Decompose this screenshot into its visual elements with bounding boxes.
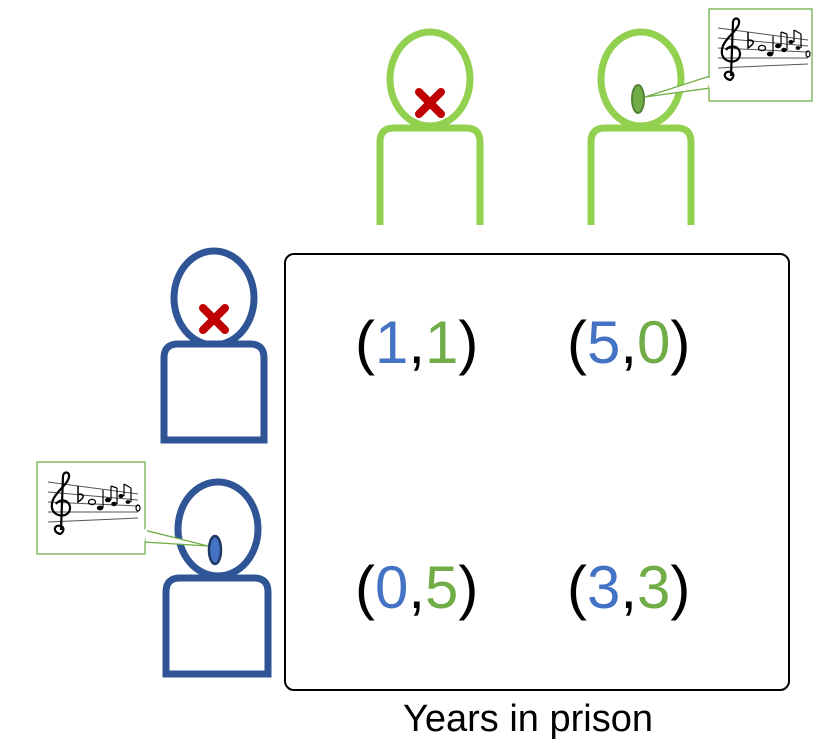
body — [376, 124, 484, 225]
payoff-matrix — [284, 253, 790, 691]
row-payoff: 3 — [586, 554, 621, 621]
row-player-sings — [36, 461, 272, 678]
column-payoff: 3 — [637, 554, 671, 621]
head — [170, 247, 258, 349]
row-payoff: 1 — [374, 309, 409, 376]
matrix-caption: Years in prison — [403, 698, 653, 740]
column-player-sings — [587, 8, 813, 225]
row-payoff: 0 — [374, 554, 409, 621]
column-payoff: 0 — [637, 309, 671, 376]
payoff-cell-sings-silent: (0,5) — [355, 554, 479, 621]
singing-mouth-icon — [207, 534, 223, 566]
row-player-silent — [160, 247, 268, 444]
payoff-cell-silent-silent: (1,1) — [355, 309, 479, 376]
row-payoff: 5 — [586, 309, 621, 376]
body — [162, 574, 272, 678]
column-payoff: 1 — [425, 309, 459, 376]
music-sheet-speech-icon — [644, 8, 813, 102]
head — [386, 28, 474, 130]
column-player-silent — [376, 28, 484, 225]
column-payoff: 5 — [425, 554, 459, 621]
payoff-cell-sings-sings: (3,3) — [567, 554, 691, 621]
payoff-cell-silent-sings: (5,0) — [567, 309, 691, 376]
body — [160, 340, 268, 444]
music-sheet-speech-icon — [36, 461, 209, 555]
singing-mouth-icon — [631, 84, 645, 114]
body — [587, 124, 695, 225]
